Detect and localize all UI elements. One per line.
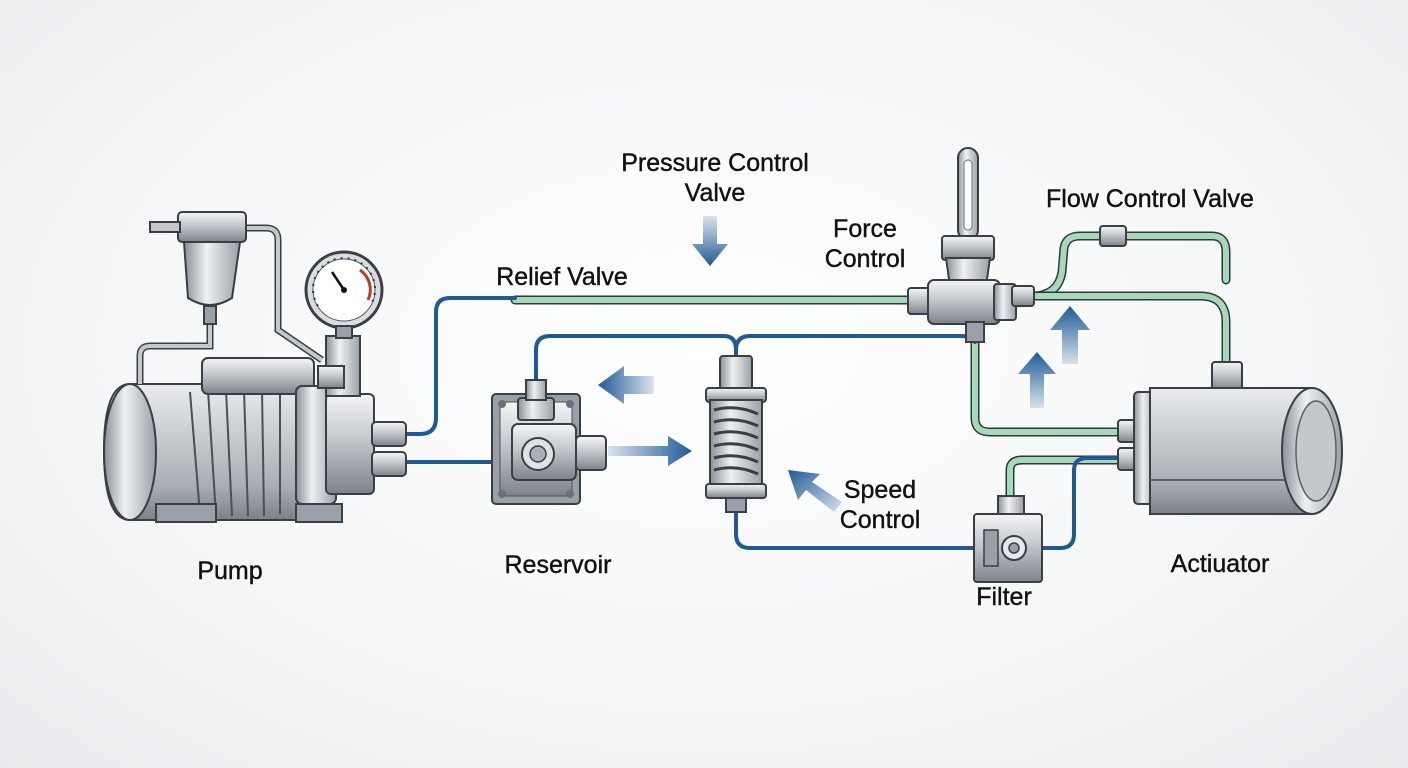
speed-control-label-line2: Control (839, 506, 921, 534)
pressure-control-valve-label-line1: Pressure Control (621, 149, 809, 177)
up-arrow-icon (1050, 306, 1090, 364)
flow-arrows (598, 216, 1090, 512)
filter-label: Filter (976, 583, 1032, 611)
flow-control-valve-label: Flow Control Valve (1046, 185, 1254, 213)
speed-control-valve (705, 355, 767, 513)
force-control-label: Force Control (800, 214, 930, 274)
speed-control-label-line1: Speed (843, 476, 917, 504)
force-control-label-line2: Control (824, 245, 906, 273)
force-control-label-line1: Force (833, 215, 897, 243)
pressure-control-valve-label-line2: Valve (684, 179, 746, 207)
return-lines (510, 231, 1231, 525)
force-control-valve (907, 147, 1127, 343)
diagonal-arrow-icon (788, 470, 842, 512)
pump (102, 211, 407, 523)
actuator (1117, 361, 1343, 515)
reservoir (491, 379, 607, 505)
down-arrow-icon (692, 216, 728, 266)
relief-valve-label: Relief Valve (496, 263, 628, 291)
up-arrow-icon (1018, 352, 1056, 408)
reservoir-label: Reservoir (504, 551, 612, 579)
actuator-label: Actiuator (1170, 550, 1270, 578)
left-arrow-icon (598, 366, 654, 404)
speed-control-label: Speed Control (810, 475, 950, 535)
right-arrow-icon (608, 436, 692, 466)
filter (973, 495, 1043, 583)
pressure-control-valve-label: Pressure Control Valve (590, 148, 840, 208)
pump-label: Pump (197, 557, 263, 585)
pressure-gauge (304, 250, 384, 339)
